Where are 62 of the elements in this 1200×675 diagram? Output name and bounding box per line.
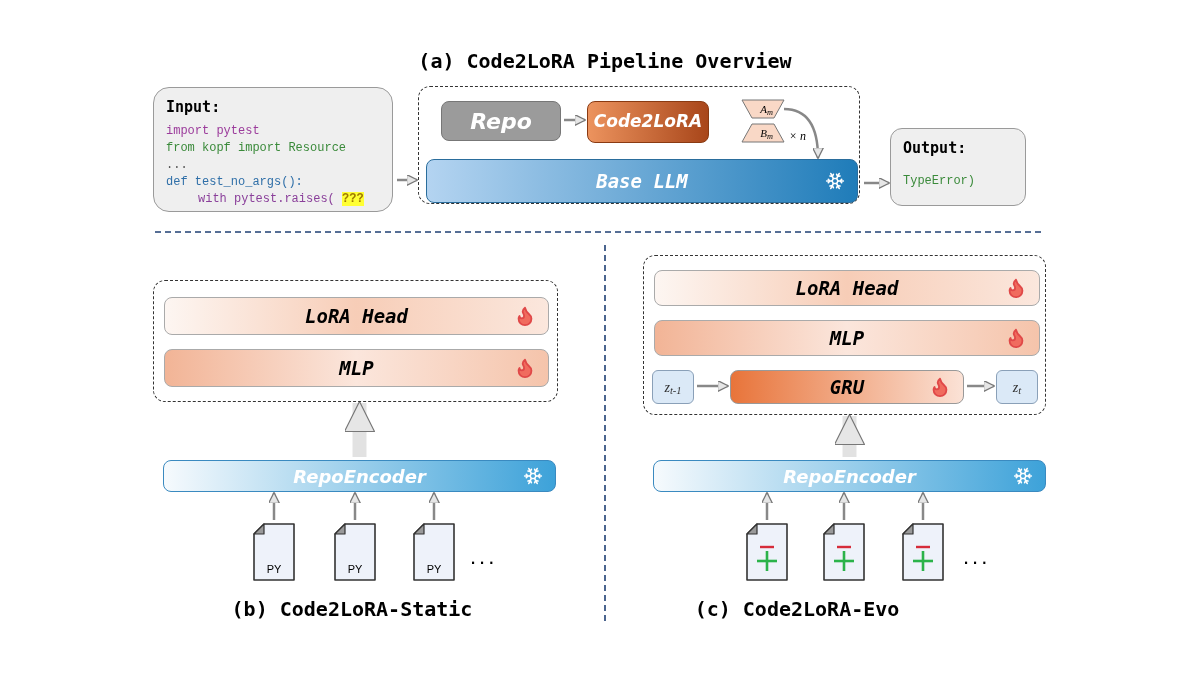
block-label: MLP xyxy=(339,355,374,381)
repo-block xyxy=(441,101,561,141)
ellipsis-text: ... xyxy=(963,543,991,571)
block-label: RepoEncoder xyxy=(293,464,426,489)
code-line: def test_no_args(): xyxy=(166,173,304,191)
mlp-bar xyxy=(654,320,1040,356)
block-label: LoRA Head xyxy=(305,303,408,329)
code-line: ... xyxy=(166,156,189,174)
gru-bar xyxy=(730,370,964,404)
arrow xyxy=(783,107,824,160)
code-line: from kopf import Resource xyxy=(166,139,348,157)
arrow xyxy=(697,379,730,393)
block-label: LoRA Head xyxy=(795,275,899,301)
block-label: MLP xyxy=(829,325,865,351)
input-heading: Input: xyxy=(166,97,222,118)
file-type-label: PY xyxy=(265,561,283,577)
block-label: Code2LoRA xyxy=(593,110,703,134)
head-bar xyxy=(654,270,1040,306)
code-line: TypeError) xyxy=(903,172,976,190)
state-box xyxy=(652,370,694,404)
file-type-label: PY xyxy=(346,561,364,577)
arrow xyxy=(397,173,419,187)
arrow xyxy=(760,491,774,520)
block-arrow xyxy=(343,400,376,457)
block-label: RepoEncoder xyxy=(783,464,916,489)
input-panel xyxy=(153,87,393,212)
block-label: Repo xyxy=(470,107,532,136)
model-block xyxy=(587,101,709,143)
ellipsis-text: ... xyxy=(470,543,498,571)
multiplier-label: × n xyxy=(789,128,807,145)
matrix-label: B$_{m}$ xyxy=(760,125,773,142)
head-bar xyxy=(164,297,549,335)
arrow xyxy=(267,491,281,520)
block-label: z$_{t}$ xyxy=(1012,378,1022,398)
block-label: Base LLM xyxy=(596,168,688,194)
arrow xyxy=(427,491,441,520)
arrow xyxy=(837,491,851,520)
state-box xyxy=(996,370,1038,404)
arrow xyxy=(348,491,362,520)
arrow xyxy=(967,379,996,393)
output-heading: Output: xyxy=(903,138,968,159)
arrow xyxy=(564,113,587,127)
panel-caption: (c) Code2LoRA-Evo xyxy=(693,596,901,623)
code-line: with pytest.raises( ??? xyxy=(197,190,365,208)
encoder-bar xyxy=(653,460,1046,492)
matrix-label: A$_{m}$ xyxy=(760,101,773,118)
code-line: import pytest xyxy=(166,122,261,140)
output-panel xyxy=(890,128,1026,206)
dashed-frame xyxy=(153,280,558,402)
arrow xyxy=(916,491,930,520)
block-arrow xyxy=(833,413,866,457)
figure-title: (a) Code2LoRA Pipeline Overview xyxy=(417,48,793,75)
block-label: GRU xyxy=(829,374,865,400)
mlp-bar xyxy=(164,349,549,387)
dashed-frame xyxy=(643,255,1046,415)
encoder-bar xyxy=(163,460,556,492)
arrow xyxy=(864,176,891,190)
file-type-label: PY xyxy=(425,561,443,577)
llm-bar xyxy=(426,159,858,203)
panel-caption: (b) Code2LoRA-Static xyxy=(230,596,474,623)
dashed-frame xyxy=(418,86,860,204)
block-label: z$_{t-1}$ xyxy=(664,378,682,398)
